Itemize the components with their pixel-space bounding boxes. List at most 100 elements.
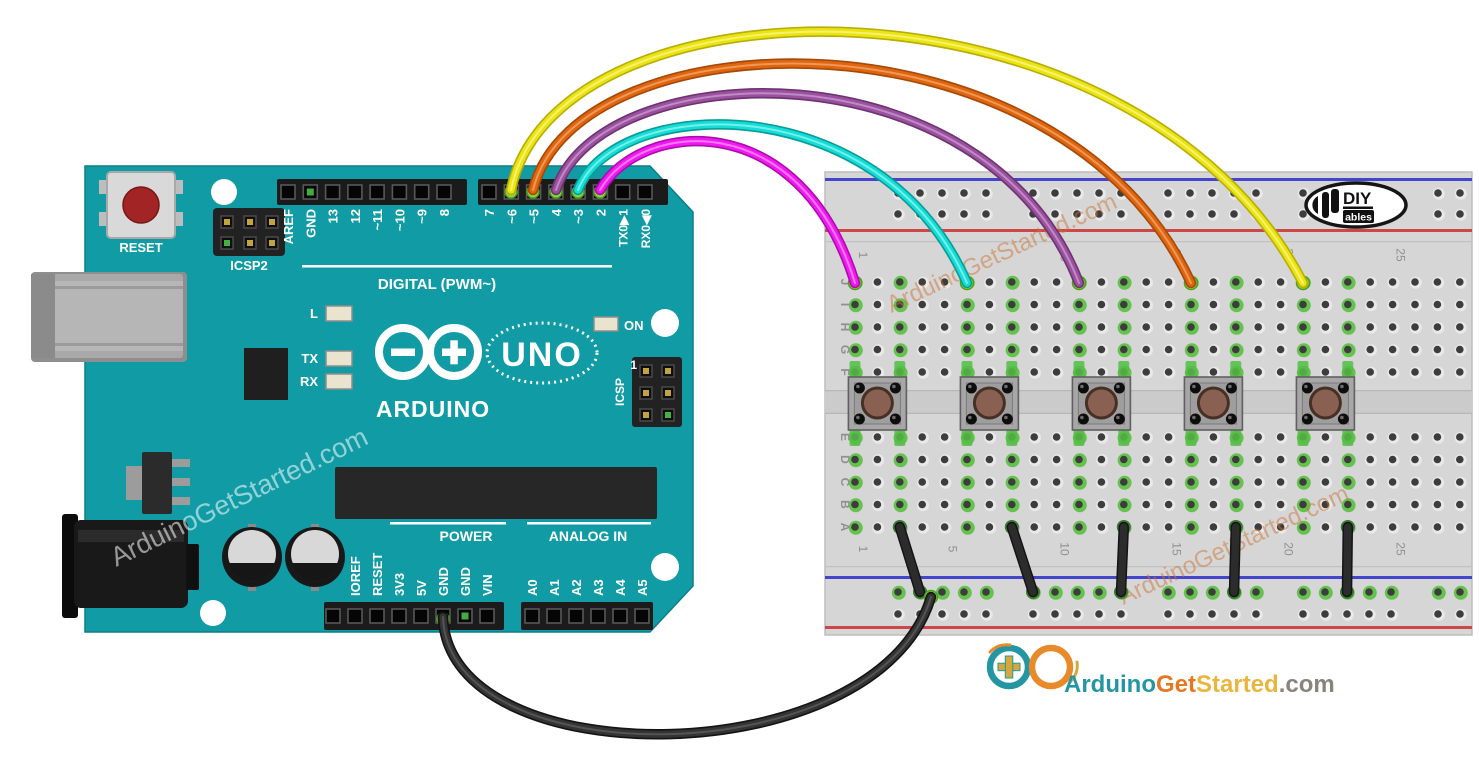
breadboard-hole xyxy=(1187,500,1195,509)
breadboard-hole xyxy=(1051,210,1059,218)
icsp-label: ICSP xyxy=(613,378,627,406)
top-rail-blue-line xyxy=(825,178,1472,181)
breadboard-hole xyxy=(1321,500,1330,509)
digital-pin-label: 13 xyxy=(326,209,341,223)
footer-plus-icon xyxy=(1004,655,1014,679)
center-channel xyxy=(825,390,1472,414)
reset-tab xyxy=(174,180,183,194)
capacitor xyxy=(222,524,282,591)
breadboard-hole xyxy=(1252,610,1260,618)
breadboard-hole xyxy=(1344,500,1352,509)
breadboard-hole xyxy=(918,300,926,309)
breadboard-hole xyxy=(1209,500,1218,509)
button-corner-shine xyxy=(1340,415,1344,420)
breadboard-hole xyxy=(1252,189,1260,197)
breadboard-hole xyxy=(896,300,904,309)
icsp-pin-pad xyxy=(665,368,671,374)
breadboard-hole xyxy=(1030,278,1038,286)
breadboard-hole xyxy=(873,368,882,376)
breadboard-hole xyxy=(851,500,859,509)
icsp-pin-pad xyxy=(665,390,671,396)
breadboard-hole xyxy=(1388,345,1397,354)
breadboard-hole xyxy=(963,300,971,309)
button-corner-pin xyxy=(1001,382,1013,394)
breadboard-hole xyxy=(1411,500,1419,509)
breadboard-hole xyxy=(1164,610,1172,618)
button-leg xyxy=(1185,361,1197,379)
breadboard-hole xyxy=(1052,433,1061,441)
breadboard-hole xyxy=(1164,500,1173,509)
row-letter-B: B xyxy=(838,500,852,509)
breadboard-hole xyxy=(1051,588,1059,596)
breadboard-hole xyxy=(1276,523,1285,531)
breadboard-hole xyxy=(1456,189,1464,197)
footer-accent-arc xyxy=(988,643,1012,654)
breadboard-hole xyxy=(1142,300,1150,309)
breadboard-hole xyxy=(1097,523,1106,531)
push-button xyxy=(959,361,1020,446)
breadboard-hole xyxy=(1142,323,1150,331)
breadboard-hole xyxy=(1142,455,1150,464)
button-corner-pin xyxy=(1337,413,1349,425)
breadboard-hole xyxy=(1208,189,1216,197)
breadboard-hole xyxy=(1075,478,1083,486)
breadboard-hole xyxy=(1254,523,1262,531)
diy-label: DIY xyxy=(1343,189,1372,208)
analog-pin-label: A0 xyxy=(525,579,540,596)
cap-shadow xyxy=(292,563,338,581)
led-on-label: ON xyxy=(624,318,644,333)
breadboard-hole xyxy=(1456,500,1464,509)
breadboard-hole xyxy=(1187,523,1195,531)
pin-A5 xyxy=(634,608,650,624)
led-tx-label: TX xyxy=(301,351,318,366)
reset-tab xyxy=(174,212,183,226)
wire-digital-5-sheen xyxy=(532,62,1192,284)
pin-A0 xyxy=(524,608,540,624)
analog-section-label: ANALOG IN xyxy=(549,528,628,544)
breadboard-hole xyxy=(918,345,926,354)
breadboard-hole xyxy=(1117,210,1125,218)
voltage-regulator xyxy=(126,452,190,514)
breadboard-hole xyxy=(1365,588,1373,596)
button-corner-shine xyxy=(1192,384,1196,389)
breadboard-hole xyxy=(1209,323,1218,331)
reset-button xyxy=(99,171,183,239)
breadboard-hole xyxy=(1366,523,1374,531)
breadboard-hole xyxy=(1164,368,1173,376)
button-corner-shine xyxy=(1080,415,1084,420)
breadboard-hole xyxy=(1120,300,1128,309)
breadboard-hole xyxy=(1388,433,1397,441)
breadboard-hole xyxy=(1411,300,1419,309)
breadboard-hole xyxy=(1276,368,1285,376)
analog-pin-label: A1 xyxy=(547,579,562,596)
breadboard-hole xyxy=(940,500,949,509)
digital-pin-label: 4 xyxy=(549,208,564,216)
button-corner-shine xyxy=(1116,415,1120,420)
reset-tab xyxy=(99,180,108,194)
breadboard-hole xyxy=(960,588,968,596)
footer-logo-text: ArduinoGetStarted.com xyxy=(1064,671,1335,698)
breadboard-hole xyxy=(1433,300,1442,309)
breadboard-hole xyxy=(1344,478,1352,486)
button-corner-pin xyxy=(1113,413,1125,425)
breadboard-hole xyxy=(1164,455,1173,464)
breadboard-hole xyxy=(1164,523,1173,531)
button-corner-pin xyxy=(1301,382,1313,394)
breadboard-hole xyxy=(1456,323,1464,331)
breadboard-ground-jumpers xyxy=(892,520,1355,599)
breadboard-hole xyxy=(1164,189,1172,197)
breadboard-hole xyxy=(1388,368,1397,376)
icsp-pin-pad xyxy=(665,412,671,418)
breadboard-hole xyxy=(1052,300,1061,309)
button-corner-shine xyxy=(1304,415,1308,420)
icsp2-pin-pad xyxy=(269,219,275,225)
breadboard-hole xyxy=(1030,323,1038,331)
button-cap xyxy=(1199,389,1227,417)
breadboard-hole xyxy=(985,368,994,376)
breadboard-hole xyxy=(873,500,882,509)
button-cap xyxy=(863,389,891,417)
footer-text-com: .com xyxy=(1279,671,1335,698)
breadboard-hole xyxy=(1254,323,1262,331)
icsp2-pin-pad xyxy=(224,219,230,225)
